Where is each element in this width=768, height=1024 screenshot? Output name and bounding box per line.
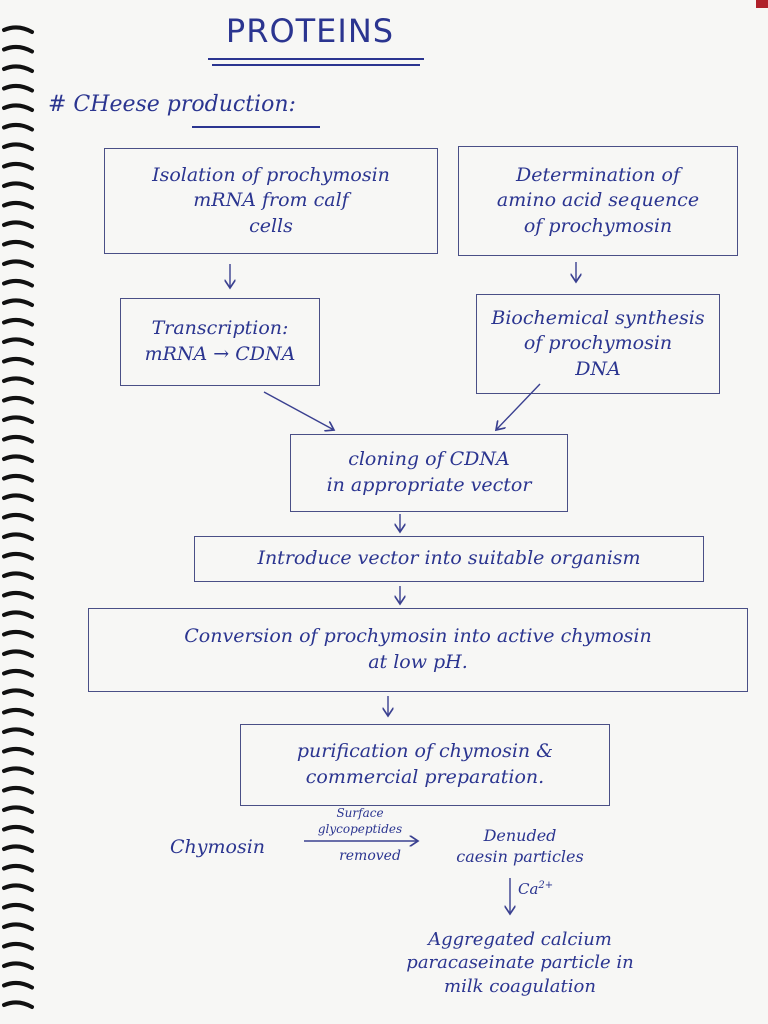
spiral-coil: [2, 83, 34, 93]
arrow-biochemical-to-cloning: [496, 383, 541, 430]
spiral-coil: [2, 44, 34, 54]
spiral-coil: [2, 493, 34, 502]
spiral-coil: [2, 941, 34, 951]
spiral-coil: [2, 688, 34, 697]
spiral-coil: [2, 122, 34, 132]
spiral-coil: [2, 824, 34, 834]
spiral-coil: [2, 980, 34, 990]
spiral-coil: [2, 103, 34, 112]
spiral-coil: [2, 805, 34, 814]
spiral-coil: [2, 298, 34, 307]
spiral-coil: [2, 668, 34, 678]
spiral-coil: [2, 337, 34, 346]
final-product-aggregated: Aggregated calcium paracaseinate particl…: [406, 929, 634, 997]
section-heading-underline: [192, 126, 320, 128]
spiral-coil: [2, 512, 34, 522]
spiral-coil: [2, 1000, 34, 1009]
spiral-coil: [2, 766, 34, 775]
page-corner-mark: [756, 0, 768, 8]
title-underline-second: [212, 64, 420, 66]
spiral-coil: [2, 181, 34, 190]
spiral-coil: [2, 356, 34, 366]
box-introduce-vector: Introduce vector into suitable organism: [194, 536, 704, 582]
spiral-coil: [2, 200, 34, 210]
spiral-coil: [2, 376, 34, 385]
spiral-coil: [2, 727, 34, 736]
spiral-coil: [2, 785, 34, 795]
box-cloning: cloning of CDNA in appropriate vector: [290, 434, 568, 512]
product-denuded-caesin: Denuded caesin particles: [456, 826, 584, 866]
spiral-coil: [2, 25, 34, 34]
reactant-chymosin: Chymosin: [170, 836, 266, 858]
spiral-coil: [2, 64, 34, 73]
page-title: PROTEINS: [225, 12, 395, 50]
spiral-coil: [2, 551, 34, 561]
spiral-coil: [2, 649, 34, 658]
spiral-coil: [2, 883, 34, 892]
spiral-binding: [2, 25, 34, 1009]
spiral-coil: [2, 629, 34, 639]
spiral-coil: [2, 844, 34, 853]
box-conversion: Conversion of prochymosin into active ch…: [88, 608, 748, 692]
spiral-coil: [2, 415, 34, 424]
spiral-coil: [2, 317, 34, 327]
condition-removed: removed: [339, 848, 401, 864]
spiral-coil: [2, 746, 34, 756]
box-biochemical-synthesis: Biochemical synthesis of prochymosin DNA: [476, 294, 720, 394]
box-transcription: Transcription: mRNA → CDNA: [120, 298, 320, 386]
spiral-coil: [2, 532, 34, 541]
title-underline: [208, 58, 424, 60]
spiral-coil: [2, 590, 34, 600]
spiral-coil: [2, 922, 34, 931]
arrow-transcription-to-cloning: [263, 391, 334, 430]
spiral-coil: [2, 239, 34, 249]
section-heading: # CHeese production:: [48, 92, 296, 117]
spiral-coil: [2, 142, 34, 151]
spiral-coil: [2, 220, 34, 229]
spiral-coil: [2, 610, 34, 619]
spiral-coil: [2, 707, 34, 717]
condition-surface-glycopeptides: Surface glycopeptides: [317, 806, 403, 836]
box-determination: Determination of amino acid sequence of …: [458, 146, 738, 256]
spiral-coil: [2, 454, 34, 463]
spiral-coil: [2, 961, 34, 970]
spiral-coil: [2, 278, 34, 288]
spiral-coil: [2, 259, 34, 268]
spiral-coil: [2, 161, 34, 171]
spiral-coil: [2, 395, 34, 405]
box-purification: purification of chymosin & commercial pr…: [240, 724, 610, 806]
catalyst-calcium: Ca2+: [518, 880, 554, 898]
spiral-coil: [2, 473, 34, 483]
spiral-coil: [2, 902, 34, 912]
spiral-coil: [2, 434, 34, 444]
box-isolation: Isolation of prochymosin mRNA from calf …: [104, 148, 438, 254]
spiral-coil: [2, 571, 34, 580]
spiral-coil: [2, 863, 34, 873]
